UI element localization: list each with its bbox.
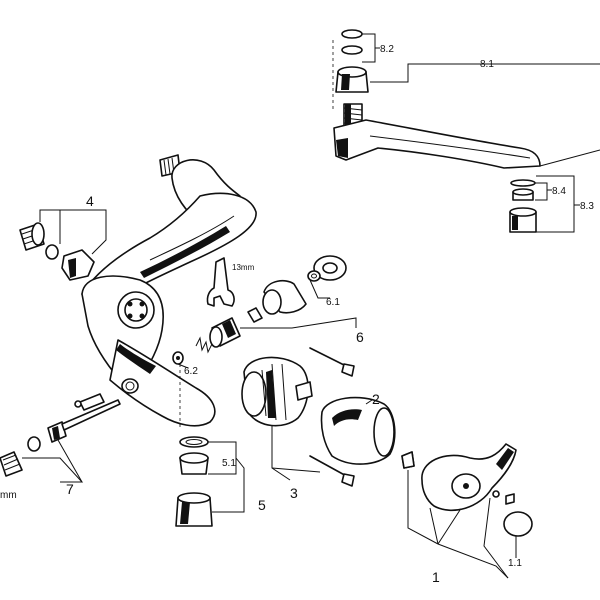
cover-sleeve-2: [320, 396, 396, 465]
label-5-1: 5.1: [222, 458, 236, 469]
spindle-rod: [61, 399, 121, 431]
label-6-1: 6.1: [326, 297, 340, 308]
diverter-small-ring: [307, 270, 321, 282]
mixer-body: [81, 154, 257, 430]
aerator-washer: [510, 179, 536, 187]
square-nut: [401, 451, 415, 469]
label-8-1: 8.1: [480, 59, 494, 70]
outlet-union-5: [175, 436, 245, 527]
valve-spindle-7: [0, 393, 121, 483]
label-3: 3: [290, 485, 298, 501]
wrench-13mm: [206, 257, 235, 307]
label-8-4: 8.4: [552, 186, 566, 197]
lower-port: [121, 378, 139, 394]
label-8-3: 8.3: [580, 201, 594, 212]
wrench-tool: [206, 257, 235, 307]
label-5: 5: [258, 497, 266, 513]
handle-grub-screw: [505, 493, 515, 505]
outlet-washer: [179, 436, 209, 448]
diverter-6: [172, 255, 357, 369]
swivel-spout-assembly: [332, 29, 600, 233]
label-7: 7: [66, 481, 74, 497]
cover-cap: [503, 511, 533, 537]
label-wrench-13mm: 13mm: [232, 263, 255, 272]
label-mm-edge: mm: [0, 490, 17, 501]
label-1: 1: [432, 569, 440, 585]
o-ring-second: [341, 45, 363, 55]
inlet-union-4: [19, 209, 107, 281]
label-6-2: 6.2: [184, 366, 198, 377]
label-4: 4: [86, 193, 94, 209]
label-2: 2: [372, 391, 380, 407]
o-ring-top: [341, 29, 363, 39]
union-o-ring: [45, 244, 59, 260]
label-1-1: 1.1: [508, 558, 522, 569]
union-nut: [61, 249, 95, 281]
cartridge-3: [241, 347, 355, 487]
spindle-o-ring: [27, 436, 41, 452]
handle-screw: [492, 490, 500, 498]
label-6: 6: [356, 329, 364, 345]
cartridge-spindle: [295, 381, 313, 401]
label-8-2: 8.2: [380, 44, 394, 55]
